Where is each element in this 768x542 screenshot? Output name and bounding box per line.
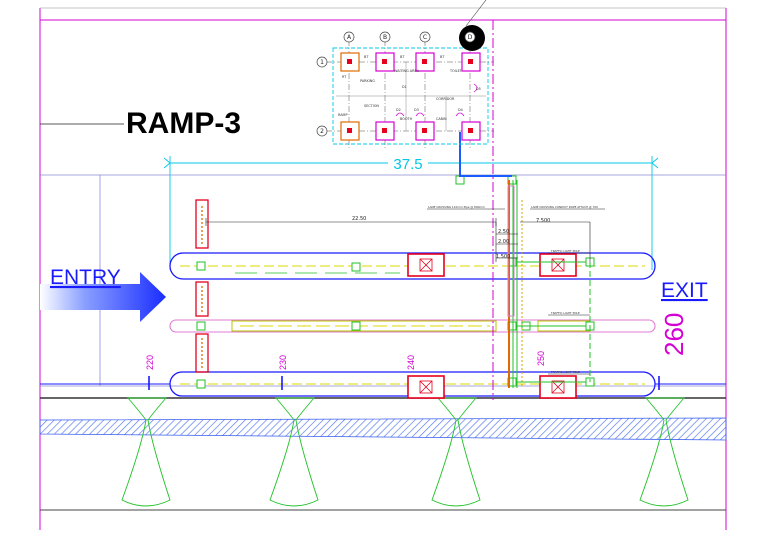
plan-label-bt-3: BT [440, 55, 445, 59]
grid-col-d: D [468, 34, 473, 41]
dimension-lines [205, 208, 605, 375]
width-dimension: 37.5 [393, 156, 422, 173]
grid-col-c: C [423, 34, 427, 41]
plan-columns [340, 52, 481, 141]
plan-label-d1: D1 [402, 85, 407, 89]
bollard-symbols [121, 397, 689, 507]
plan-label-d3: D3 [414, 108, 419, 112]
dim-2-00: 2.00 [498, 239, 509, 245]
chainage-260: 260 [659, 313, 689, 356]
plan-label-bt-2: BT [400, 55, 405, 59]
plan-label-booth: BOOTH [400, 117, 413, 121]
cable-routes [459, 20, 591, 400]
note-lane-crossing-right: LANE CROSSING CONDUIT ROPE ATTACH @ 700 [531, 205, 598, 209]
note-traffic-light-pole-1: TRAFFIC LIGHT POLE [550, 249, 580, 253]
plan-label-toilet: TOILET [449, 69, 463, 73]
note-traffic-light-pole-2: TRAFFIC LIGHT POLE [550, 311, 580, 315]
dim-2-50: 2.50 [498, 229, 509, 235]
grid-row-2: 2 [320, 128, 324, 135]
dim-1-500: 1.500 [496, 254, 510, 260]
note-lane-crossing-left: LANE CROSSING 110mm Pipe @ 800mm [428, 205, 485, 209]
plan-label-rt: RT [342, 75, 347, 79]
dim-7-500: 7.500 [536, 218, 550, 224]
plan-label-ramp: RAMP [338, 113, 348, 117]
note-traffic-light-pole-3: TRAFFIC LIGHT POLE [550, 370, 580, 374]
grid-col-b: B [383, 34, 387, 41]
chainage-220: 220 [145, 355, 155, 370]
plan-label-d5: D5 [476, 87, 481, 91]
plan-label-waiting: WAITING AREA [394, 69, 420, 73]
exit-label: EXIT [661, 279, 708, 302]
hatched-strip [39, 417, 727, 441]
entry-label: ENTRY [50, 266, 121, 289]
chainage-250: 250 [536, 351, 546, 366]
plan-label-d2: D2 [396, 108, 401, 112]
entry-arrow [40, 272, 166, 322]
plan-label-corridor: CORRIDOR [436, 97, 455, 101]
plan-label-parking: PARKING [360, 79, 375, 83]
grid-bubbles [316, 31, 476, 137]
plan-label-bt-1: BT [364, 55, 369, 59]
chainage-240: 240 [406, 355, 416, 370]
grid-col-a: A [347, 34, 352, 41]
plan-label-d4: D4 [458, 108, 463, 112]
road-boundaries [40, 174, 726, 511]
chainage-ticks [148, 376, 660, 390]
plan-label-section: SECTION [364, 104, 379, 108]
sheet-frame [39, 0, 727, 530]
chainage-230: 230 [278, 355, 288, 370]
bottom-lane [40, 371, 726, 397]
cable-boxes-left [195, 199, 209, 373]
plan-column-cores [347, 59, 473, 133]
cyan-envelope [163, 156, 659, 270]
ramp-title: RAMP-3 [126, 107, 241, 140]
dim-22-50: 22.50 [352, 216, 366, 222]
plan-label-cabin: CABIN [436, 117, 447, 121]
grid-row-1: 1 [320, 59, 324, 66]
